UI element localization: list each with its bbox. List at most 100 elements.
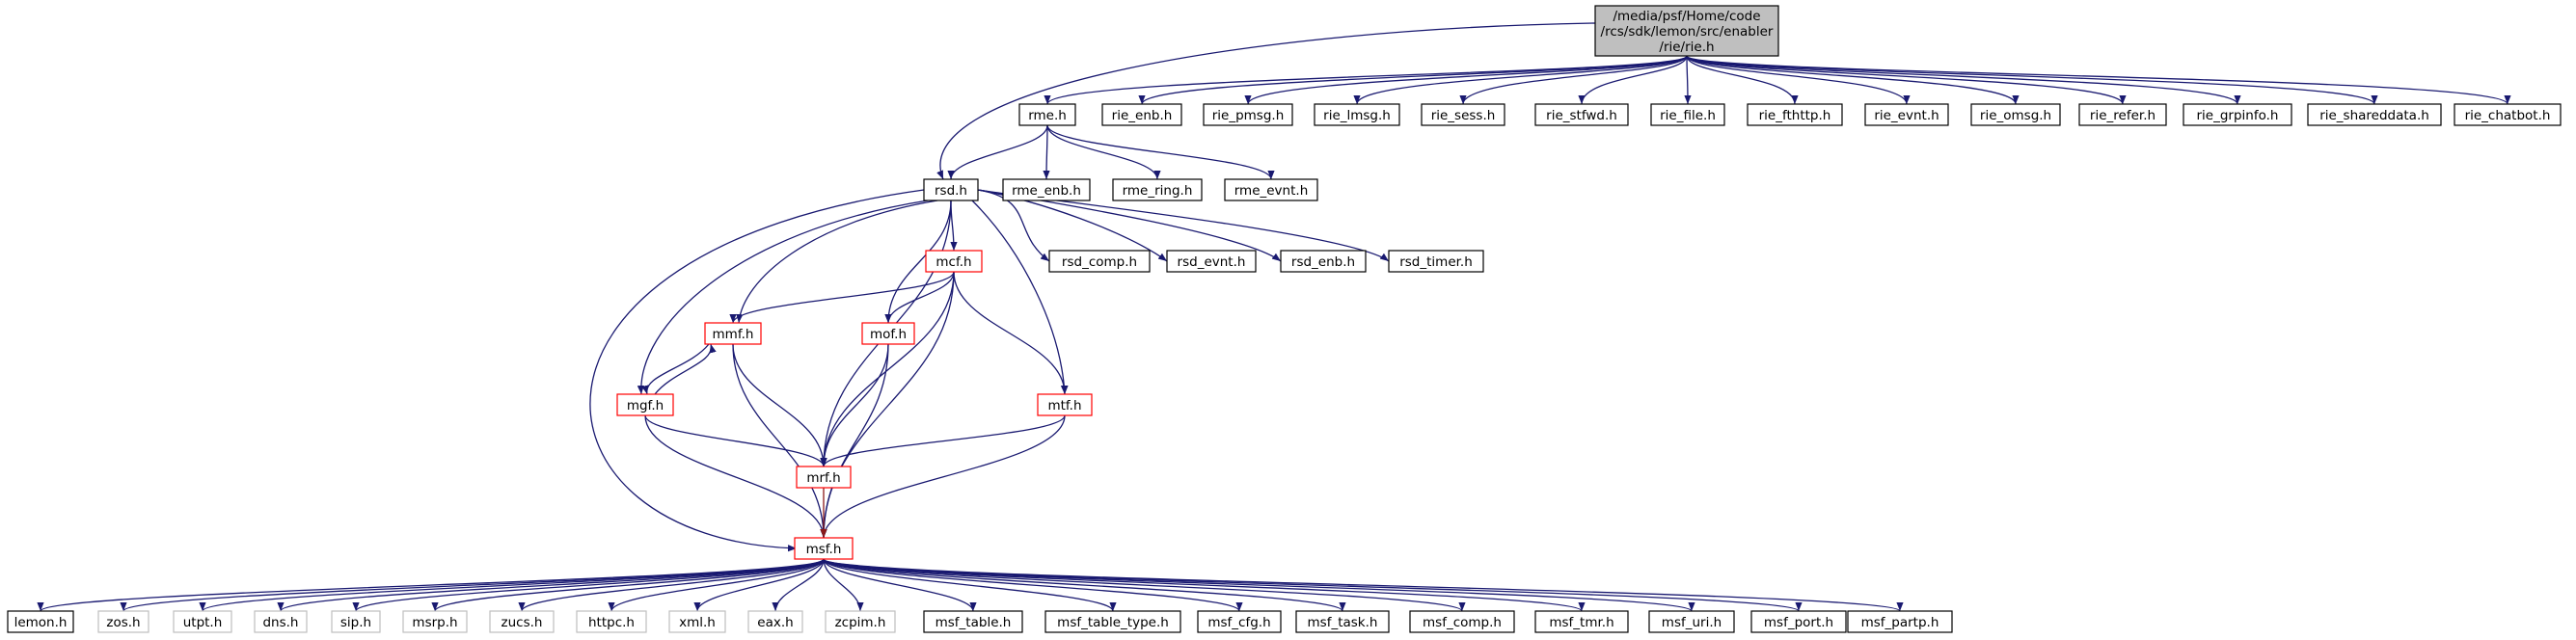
node-mcf-h[interactable]: mcf.h <box>925 250 983 273</box>
node-label: mtf.h <box>1047 398 1081 413</box>
node-label: rsd.h <box>935 183 967 199</box>
node-rie-pmsg-h[interactable]: rie_pmsg.h <box>1203 103 1293 126</box>
node-label: rie_evnt.h <box>1874 108 1939 123</box>
node-box <box>576 610 647 633</box>
edge-msf-h-to-httpc-h <box>608 558 825 612</box>
node-box <box>489 610 555 633</box>
node-box <box>1864 103 1949 126</box>
edge-mgf-h-to-mrf-h <box>644 414 827 467</box>
node-rme-evnt-h[interactable]: rme_evnt.h <box>1224 178 1318 201</box>
node-box <box>1409 610 1515 633</box>
node-rsd-timer-h[interactable]: rsd_timer.h <box>1388 250 1484 273</box>
edge-mof-h-to-msf-h <box>820 343 889 539</box>
node-box <box>1048 250 1151 273</box>
edge-rsd-h-to-rsd-evnt-h <box>977 189 1168 262</box>
node-rsd-evnt-h[interactable]: rsd_evnt.h <box>1166 250 1257 273</box>
node-msf-port-h[interactable]: msf_port.h <box>1750 610 1847 633</box>
edge-msf-h-to-dns-h <box>277 558 825 612</box>
edge-root-to-rie-evnt-h <box>1686 55 1911 105</box>
node-msf-table-type-h[interactable]: msf_table_type.h <box>1044 610 1181 633</box>
node-box <box>2454 103 2562 126</box>
edge-msf-h-to-msrp-h <box>431 558 825 612</box>
node-box <box>1112 178 1203 201</box>
edge-msf-h-to-zucs-h <box>518 558 825 612</box>
node-rie-enb-h[interactable]: rie_enb.h <box>1101 103 1182 126</box>
node-rie-sess-h[interactable]: rie_sess.h <box>1421 103 1505 126</box>
node-msf-h[interactable]: msf.h <box>794 537 854 560</box>
node-rme-h[interactable]: rme.h <box>1018 103 1076 126</box>
node-box <box>1166 250 1257 273</box>
node-msf-uri-h[interactable]: msf_uri.h <box>1648 610 1735 633</box>
node-msf-task-h[interactable]: msf_task.h <box>1295 610 1390 633</box>
node-mgf-h[interactable]: mgf.h <box>616 393 674 416</box>
node-label: rme.h <box>1028 108 1067 123</box>
node-eax-h: eax.h <box>747 610 803 633</box>
node-rme-ring-h[interactable]: rme_ring.h <box>1112 178 1203 201</box>
node-rsd-comp-h[interactable]: rsd_comp.h <box>1048 250 1151 273</box>
node-label: msf_partp.h <box>1861 615 1939 630</box>
node-zucs-h: zucs.h <box>489 610 555 633</box>
edge-root-to-rie-fthttp-h <box>1686 55 1799 105</box>
node-rie-chatbot-h[interactable]: rie_chatbot.h <box>2454 103 2562 126</box>
node-msf-cfg-h[interactable]: msf_cfg.h <box>1197 610 1282 633</box>
node-label: rie_enb.h <box>1112 108 1173 123</box>
node-root[interactable]: /media/psf/Home/code/rcs/sdk/lemon/src/e… <box>1594 5 1779 57</box>
edge-rme-h-to-rsd-h <box>947 124 1048 180</box>
node-box <box>925 250 983 273</box>
node-rie-omsg-h[interactable]: rie_omsg.h <box>1970 103 2061 126</box>
node-rsd-h[interactable]: rsd.h <box>923 178 979 201</box>
node-rie-fthttp-h[interactable]: rie_fthttp.h <box>1747 103 1843 126</box>
node-rie-file-h[interactable]: rie_file.h <box>1650 103 1725 126</box>
node-rsd-enb-h[interactable]: rsd_enb.h <box>1280 250 1367 273</box>
edge-mgf-h-to-msf-h <box>644 414 827 539</box>
edge-root-to-rie-omsg-h <box>1686 55 2020 105</box>
edge-msf-h-to-msf-table-h <box>823 558 977 612</box>
node-box <box>704 322 762 345</box>
edge-mcf-h-to-mrf-h <box>820 271 955 467</box>
node-rie-lmsg-h[interactable]: rie_lmsg.h <box>1314 103 1400 126</box>
node-mmf-h[interactable]: mmf.h <box>704 322 762 345</box>
edge-root-to-rie-sess-h <box>1459 55 1688 105</box>
node-box <box>1594 5 1779 57</box>
node-rie-refer-h[interactable]: rie_refer.h <box>2078 103 2167 126</box>
node-rie-grpinfo-h[interactable]: rie_grpinfo.h <box>2183 103 2292 126</box>
node-sip-h: sip.h <box>331 610 381 633</box>
node-mtf-h[interactable]: mtf.h <box>1037 393 1093 416</box>
edge-msf-h-to-xml-h <box>693 558 825 612</box>
node-xml-h: xml.h <box>668 610 726 633</box>
node-mof-h[interactable]: mof.h <box>861 322 915 345</box>
node-rme-enb-h[interactable]: rme_enb.h <box>1002 178 1091 201</box>
node-box <box>1421 103 1505 126</box>
nodes-layer: /media/psf/Home/code/rcs/sdk/lemon/src/e… <box>7 5 2562 633</box>
node-label: msf_uri.h <box>1662 615 1722 630</box>
node-rie-evnt-h[interactable]: rie_evnt.h <box>1864 103 1949 126</box>
node-box <box>1650 103 1725 126</box>
edges-layer <box>37 22 2511 612</box>
node-msf-partp-h[interactable]: msf_partp.h <box>1847 610 1953 633</box>
edge-msf-h-to-msf-partp-h <box>823 558 1904 612</box>
edge-root-to-rie-file-h <box>1684 55 1692 105</box>
node-lemon-h[interactable]: lemon.h <box>7 610 74 633</box>
node-msf-table-h[interactable]: msf_table.h <box>923 610 1023 633</box>
node-label: mmf.h <box>713 327 754 342</box>
node-label: mcf.h <box>935 254 971 270</box>
node-mrf-h[interactable]: mrf.h <box>796 466 852 489</box>
node-msf-comp-h[interactable]: msf_comp.h <box>1409 610 1515 633</box>
edge-msf-h-to-msf-task-h <box>823 558 1346 612</box>
edge-rme-h-to-rme-evnt-h <box>1046 124 1275 180</box>
node-box <box>1044 610 1181 633</box>
edge-mmf-h-to-msf-h <box>732 343 827 539</box>
node-box <box>861 322 915 345</box>
node-rie-shareddata-h[interactable]: rie_shareddata.h <box>2307 103 2442 126</box>
edge-root-to-rie-shareddata-h <box>1686 55 2378 105</box>
node-box <box>1101 103 1182 126</box>
edge-rsd-h-to-mof-h <box>884 200 952 324</box>
node-msf-tmr-h[interactable]: msf_tmr.h <box>1534 610 1629 633</box>
node-utpt-h: utpt.h <box>173 610 232 633</box>
node-rie-stfwd-h[interactable]: rie_stfwd.h <box>1534 103 1629 126</box>
node-label: rsd_evnt.h <box>1178 254 1246 270</box>
edge-mcf-h-to-mtf-h <box>953 271 1069 395</box>
node-label: mrf.h <box>806 470 840 486</box>
edge-root-to-rme-h <box>1044 55 1688 105</box>
